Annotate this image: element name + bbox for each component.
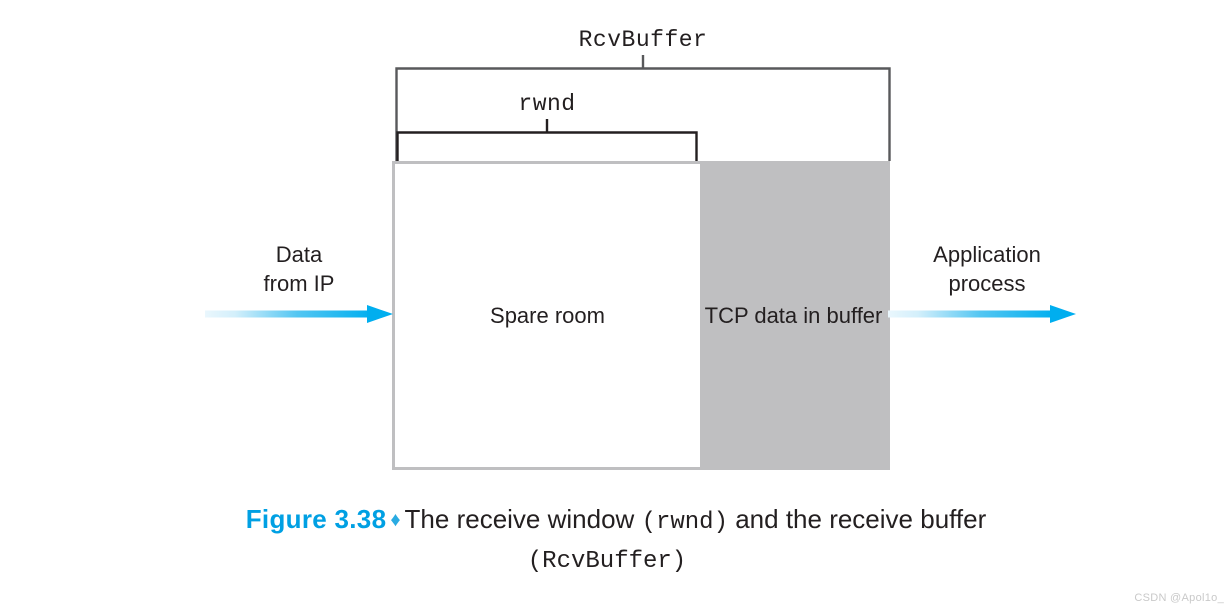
tcp-data-region: TCP data in buffer	[700, 164, 887, 467]
caption-figure-number: Figure 3.38	[245, 504, 387, 534]
data-from-ip-arrow-icon	[205, 305, 393, 323]
spare-room-label: Spare room	[490, 302, 605, 328]
caption-diamond-icon: ♦	[390, 509, 401, 531]
watermark: CSDN @Apol1o_	[1134, 592, 1224, 604]
tcp-data-label: TCP data in buffer	[704, 302, 883, 328]
receive-buffer-box: Spare room TCP data in buffer	[392, 161, 890, 470]
application-process-label: Application process	[933, 242, 1041, 297]
data-from-ip-label: Data from IP	[263, 242, 335, 297]
caption-text-part2: and the receive buffer	[735, 504, 987, 534]
rcvbuffer-label: RcvBuffer	[578, 27, 708, 53]
figure-caption: Figure 3.38♦The receive window (rwnd) an…	[0, 498, 1232, 582]
rwnd-label: rwnd	[518, 91, 576, 117]
application-process-arrow-icon	[888, 305, 1076, 323]
rwnd-bracket	[396, 119, 698, 161]
caption-code-rwnd: (rwnd)	[641, 509, 728, 536]
caption-code-rcvbuffer: (RcvBuffer)	[527, 547, 687, 575]
caption-text-part1: The receive window	[404, 504, 635, 534]
spare-room-region: Spare room	[395, 164, 700, 467]
